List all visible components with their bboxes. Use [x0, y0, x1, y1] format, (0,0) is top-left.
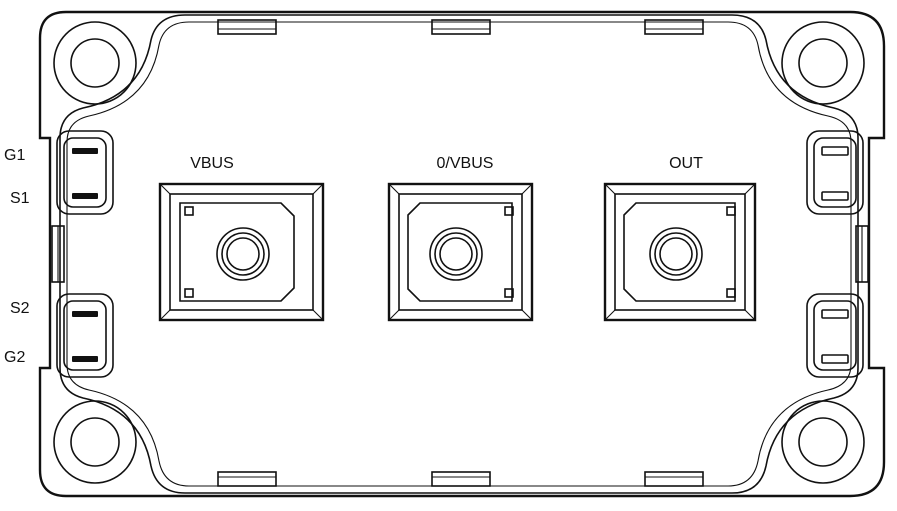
- label-g1: G1: [4, 147, 25, 164]
- label-zero-vbus: 0/VBUS: [437, 155, 494, 172]
- pin-right-3: [821, 309, 849, 319]
- mounting-hole-bottom-left: [53, 400, 137, 484]
- label-s2: S2: [10, 300, 30, 317]
- pin-block-g1-s1: [56, 130, 114, 215]
- clip-bottom-2: [431, 471, 491, 487]
- label-vbus: VBUS: [190, 155, 234, 172]
- mounting-hole-bottom-right: [781, 400, 865, 484]
- label-g2: G2: [4, 349, 25, 366]
- pin-g2: [72, 356, 98, 362]
- clip-top-2: [431, 19, 491, 35]
- clip-bottom-1: [217, 471, 277, 487]
- bottom-clips: [217, 471, 704, 487]
- terminal-out: [603, 182, 757, 322]
- mounting-hole-top-right: [781, 21, 865, 105]
- module-housing: [38, 10, 886, 498]
- side-clip-left: [51, 225, 65, 283]
- pin-block-right-top: [806, 130, 864, 215]
- terminal-vbus: [158, 182, 325, 322]
- clip-top-1: [217, 19, 277, 35]
- clip-bottom-3: [644, 471, 704, 487]
- label-s1: S1: [10, 190, 30, 207]
- pin-s2: [72, 311, 98, 317]
- inner-lid: [59, 14, 859, 494]
- pin-block-right-bottom: [806, 293, 864, 378]
- clip-top-3: [644, 19, 704, 35]
- label-out: OUT: [669, 155, 703, 172]
- mounting-hole-top-left: [53, 21, 137, 105]
- pin-block-s2-g2: [56, 293, 114, 378]
- pin-right-1: [821, 146, 849, 156]
- pin-right-4: [821, 354, 849, 364]
- side-clip-right: [855, 225, 869, 283]
- pin-right-2: [821, 191, 849, 201]
- terminal-zero-vbus: [387, 182, 534, 322]
- pin-g1: [72, 148, 98, 154]
- top-clips: [217, 19, 704, 35]
- pin-s1: [72, 193, 98, 199]
